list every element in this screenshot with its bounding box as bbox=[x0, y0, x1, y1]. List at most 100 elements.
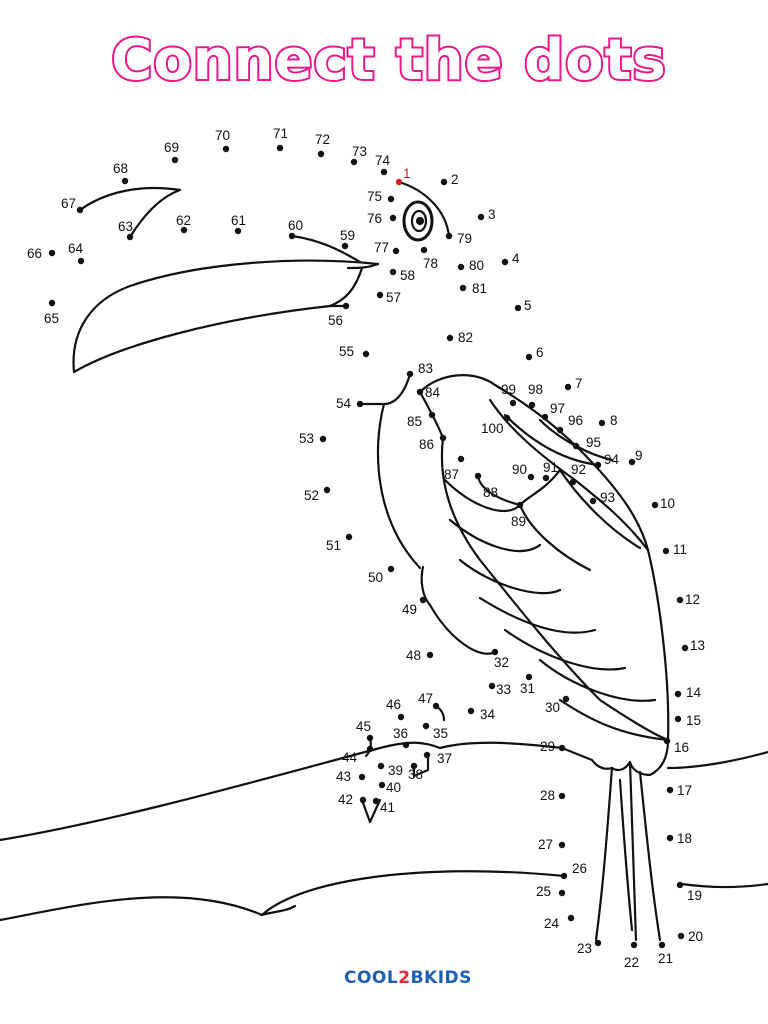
dot-label-55: 55 bbox=[339, 344, 354, 359]
dot-label-60: 60 bbox=[288, 218, 303, 233]
dot-label-56: 56 bbox=[328, 313, 343, 328]
dot-30 bbox=[562, 695, 570, 703]
dot-label-86: 86 bbox=[419, 437, 434, 452]
dot-label-18: 18 bbox=[677, 831, 692, 846]
dot-label-37: 37 bbox=[437, 751, 452, 766]
dot-label-46: 46 bbox=[386, 697, 401, 712]
dot-28 bbox=[558, 792, 566, 800]
dot-67 bbox=[76, 206, 84, 214]
dot-79 bbox=[445, 232, 453, 240]
dot-15 bbox=[674, 715, 682, 723]
dot-label-67: 67 bbox=[61, 196, 76, 211]
dot-39 bbox=[377, 762, 385, 770]
dot-label-15: 15 bbox=[686, 713, 701, 728]
dot-72 bbox=[317, 150, 325, 158]
dot-label-91: 91 bbox=[543, 460, 558, 475]
dot-49 bbox=[419, 596, 427, 604]
dot-label-88: 88 bbox=[483, 485, 498, 500]
dot-51 bbox=[345, 533, 353, 541]
dot-label-7: 7 bbox=[575, 376, 583, 391]
dot-label-64: 64 bbox=[68, 241, 84, 256]
dot-label-57: 57 bbox=[386, 290, 401, 305]
dot-label-19: 19 bbox=[687, 888, 702, 903]
dot-label-5: 5 bbox=[524, 298, 532, 313]
dot-21 bbox=[658, 941, 666, 949]
dot-label-85: 85 bbox=[407, 414, 422, 429]
dot-81 bbox=[459, 284, 467, 292]
dot-label-100: 100 bbox=[481, 421, 504, 436]
dot-61 bbox=[234, 227, 242, 235]
dot-label-22: 22 bbox=[624, 955, 639, 970]
dot-label-40: 40 bbox=[386, 780, 401, 795]
dot-32 bbox=[491, 648, 499, 656]
dot-label-39: 39 bbox=[388, 763, 403, 778]
dot-20 bbox=[677, 932, 685, 940]
dot-14 bbox=[674, 690, 682, 698]
dot-label-87: 87 bbox=[444, 467, 459, 482]
dot-89 bbox=[516, 501, 524, 509]
dot-34 bbox=[467, 707, 475, 715]
dot-87 bbox=[457, 455, 465, 463]
eye-inner bbox=[410, 209, 428, 233]
dot-47 bbox=[432, 702, 440, 710]
dot-75 bbox=[387, 195, 395, 203]
dot-13 bbox=[681, 644, 689, 652]
dot-label-32: 32 bbox=[494, 655, 509, 670]
dot-78 bbox=[420, 246, 428, 254]
dot-86 bbox=[439, 434, 447, 442]
dot-22 bbox=[630, 941, 638, 949]
dot-54 bbox=[356, 400, 364, 408]
dot-80 bbox=[457, 263, 465, 271]
dot-label-44: 44 bbox=[342, 750, 358, 765]
dot-91 bbox=[542, 474, 550, 482]
legs bbox=[594, 766, 614, 942]
dot-43 bbox=[358, 773, 366, 781]
dot-50 bbox=[387, 565, 395, 573]
page-title: Connect the dots bbox=[109, 26, 668, 95]
dot-10 bbox=[651, 501, 659, 509]
dot-label-33: 33 bbox=[496, 682, 511, 697]
dot-label-66: 66 bbox=[27, 246, 42, 261]
dot-label-94: 94 bbox=[604, 452, 620, 467]
dot-label-99: 99 bbox=[501, 382, 516, 397]
dot-label-80: 80 bbox=[469, 258, 484, 273]
dot-2 bbox=[440, 178, 448, 186]
dot-63 bbox=[126, 233, 134, 241]
dot-68 bbox=[121, 177, 129, 185]
dot-label-54: 54 bbox=[336, 396, 352, 411]
dot-40 bbox=[378, 781, 386, 789]
dot-label-12: 12 bbox=[685, 592, 700, 607]
dot-73 bbox=[350, 158, 358, 166]
head-arc bbox=[397, 180, 451, 238]
dot-57 bbox=[376, 291, 384, 299]
dot-label-93: 93 bbox=[600, 490, 615, 505]
dot-1 bbox=[395, 178, 403, 186]
dot-label-3: 3 bbox=[488, 207, 496, 222]
dot-93 bbox=[589, 497, 597, 505]
dot-label-59: 59 bbox=[340, 228, 355, 243]
dot-label-89: 89 bbox=[511, 514, 526, 529]
dot-94 bbox=[594, 461, 602, 469]
dot-label-8: 8 bbox=[610, 413, 618, 428]
dot-label-13: 13 bbox=[690, 638, 705, 653]
branch-top bbox=[0, 741, 564, 842]
dot-6 bbox=[525, 353, 533, 361]
dot-label-16: 16 bbox=[674, 740, 689, 755]
dot-76 bbox=[389, 214, 397, 222]
dot-label-14: 14 bbox=[686, 685, 702, 700]
dot-label-38: 38 bbox=[408, 767, 423, 782]
cool2bkids-logo[interactable]: COOL2BKIDS bbox=[344, 968, 472, 988]
dot-label-11: 11 bbox=[673, 542, 687, 557]
dot-label-79: 79 bbox=[457, 231, 472, 246]
dot-62 bbox=[180, 226, 188, 234]
dot-56 bbox=[342, 302, 350, 310]
dot-label-30: 30 bbox=[545, 700, 560, 715]
dot-97 bbox=[541, 413, 549, 421]
dot-23 bbox=[594, 939, 602, 947]
dot-25 bbox=[558, 889, 566, 897]
dot-label-50: 50 bbox=[368, 570, 383, 585]
dot-19 bbox=[676, 881, 684, 889]
dot-label-49: 49 bbox=[402, 602, 417, 617]
